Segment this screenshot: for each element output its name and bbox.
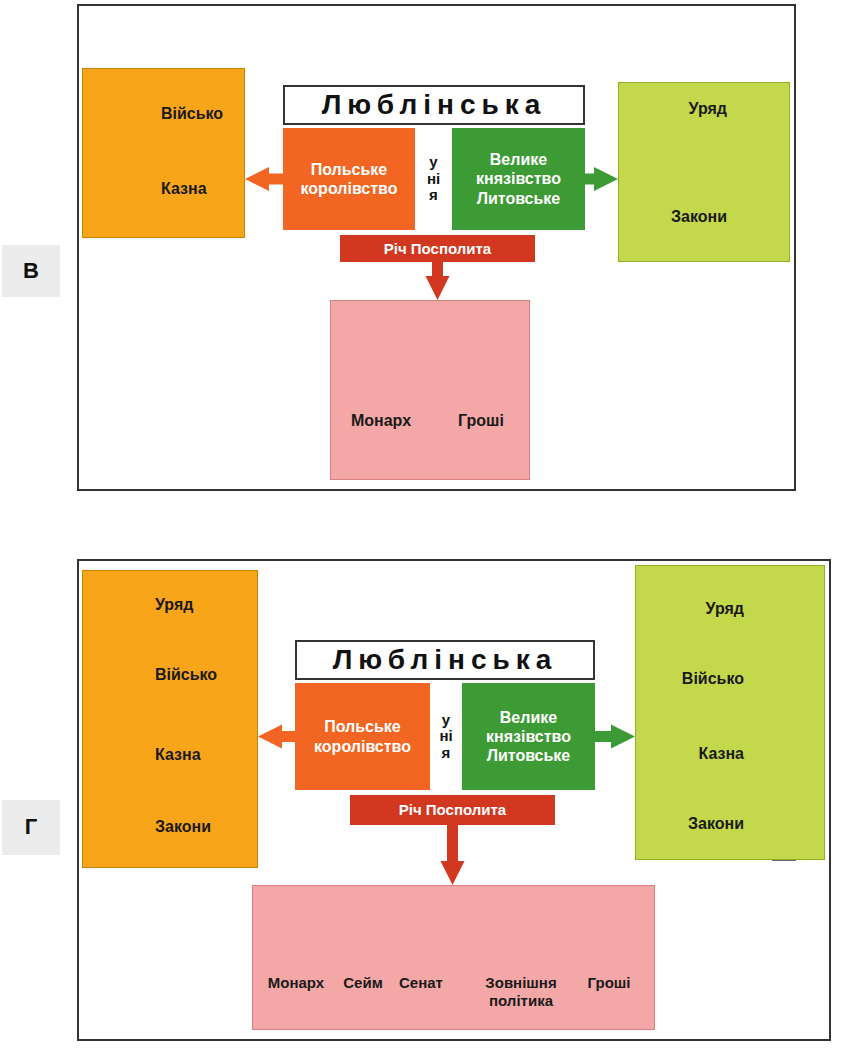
node-label: Люблінська xyxy=(333,643,558,677)
feature-panel: УрядЗакони xyxy=(618,82,790,262)
state-box: Велике князівство Литовське xyxy=(452,128,585,230)
node-label: Річ Посполита xyxy=(384,240,491,258)
state-box: Польське королівство xyxy=(283,128,415,230)
union-box: унія xyxy=(430,683,462,790)
node-label: Закони xyxy=(155,817,255,836)
panel-letter: В xyxy=(2,245,60,297)
node-label: Казна xyxy=(155,745,255,764)
node-label: унія xyxy=(426,154,441,204)
node-label: Гроші xyxy=(571,974,647,992)
flow-arrow xyxy=(585,174,594,185)
node-label: Монарх xyxy=(331,411,431,430)
node-label: Сейм xyxy=(335,974,391,992)
flow-arrow xyxy=(447,825,458,861)
node-label: Військо xyxy=(155,665,255,684)
node-label: Зовнішня політика xyxy=(471,974,571,1010)
node-label: Польське королівство xyxy=(298,717,427,755)
node-label: Велике князівство Литовське xyxy=(465,708,592,766)
flow-arrow xyxy=(595,731,611,742)
node-label: Казна xyxy=(161,179,243,198)
state-box: Велике князівство Литовське xyxy=(462,683,595,790)
node-label: В xyxy=(23,258,39,284)
union-box: унія xyxy=(415,128,452,230)
node-label: Закони xyxy=(627,207,727,226)
node-label: унія xyxy=(439,712,454,762)
feature-panel: МонархСеймСенат Зовнішня політикаГроші xyxy=(252,885,655,1030)
flow-arrow xyxy=(269,174,283,185)
node-label: Гроші xyxy=(431,411,531,430)
feature-panel: ВійськоКазна xyxy=(82,68,245,238)
panel-frame xyxy=(78,5,795,490)
result-band: Річ Посполита xyxy=(340,235,535,262)
node-label: Закони xyxy=(644,814,744,833)
panel-letter: Г xyxy=(2,800,60,855)
node-label: Монарх xyxy=(256,974,336,992)
flow-arrow xyxy=(282,731,295,742)
node-label: Г xyxy=(25,814,37,840)
feature-panel: УрядВійськоКазнаЗакони xyxy=(635,565,825,860)
result-band: Річ Посполита xyxy=(350,795,555,825)
node-label: Люблінська xyxy=(322,88,547,122)
node-label: Військо xyxy=(161,104,243,123)
panel-frame xyxy=(78,560,830,1040)
title-box: Люблінська xyxy=(295,640,595,680)
node-label: Сенат xyxy=(393,974,449,992)
node-label: Велике князівство Литовське xyxy=(455,150,582,208)
title-box: Люблінська xyxy=(283,85,585,125)
state-box: Польське королівство xyxy=(295,683,430,790)
node-label: Уряд xyxy=(627,99,727,118)
feature-panel: УрядВійськоКазнаЗакони xyxy=(82,570,258,868)
flow-arrow xyxy=(432,262,443,276)
node-label: Польське королівство xyxy=(286,160,412,198)
node-label: Казна xyxy=(644,744,744,763)
node-label: Військо xyxy=(644,669,744,688)
feature-panel: МонархГроші xyxy=(330,300,530,480)
node-label: Уряд xyxy=(644,599,744,618)
node-label: Річ Посполита xyxy=(399,801,506,819)
node-label: Уряд xyxy=(155,595,255,614)
